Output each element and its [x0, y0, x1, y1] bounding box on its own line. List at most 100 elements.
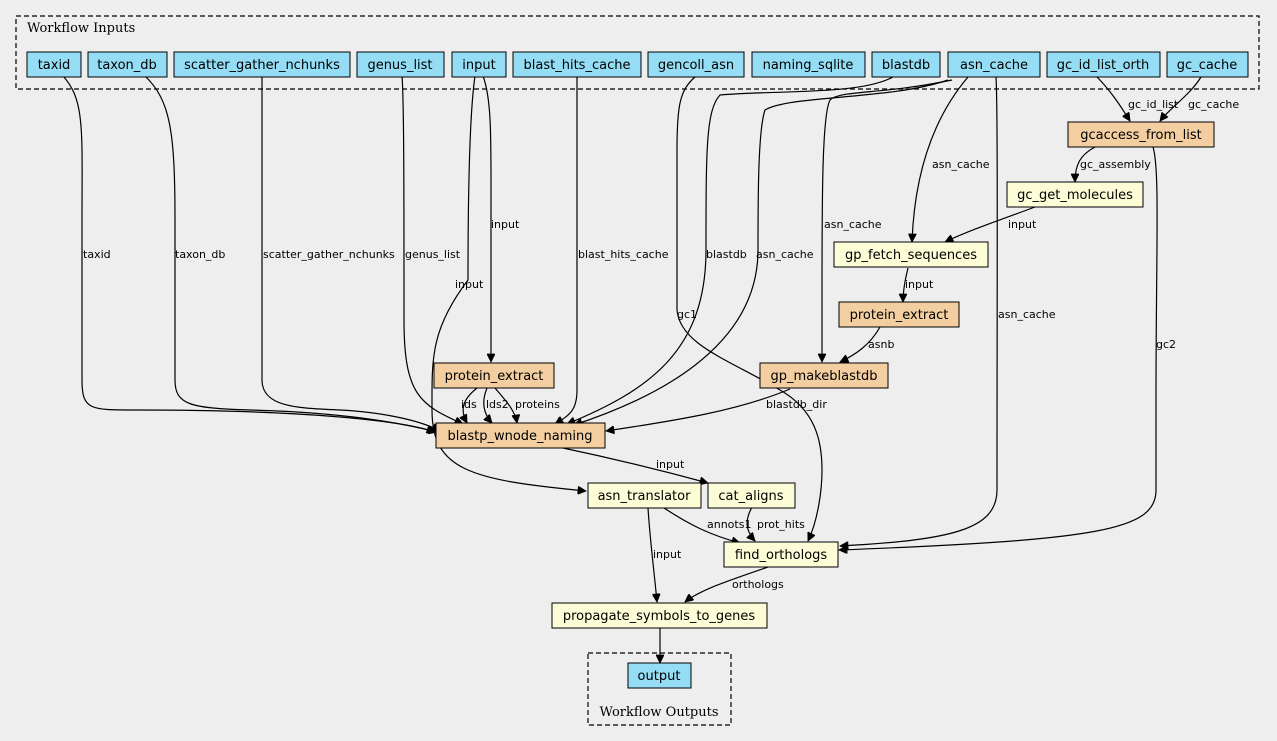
edge-label-asn-cache-fetch: asn_cache	[932, 158, 990, 171]
edge-label-blastdb-dir: blastdb_dir	[766, 398, 827, 411]
edge-label-gc-id-list: gc_id_list	[1128, 98, 1179, 111]
edge-gc1	[676, 76, 823, 541]
node-genus-list[interactable]: genus_list	[356, 51, 445, 78]
edge-label-annots1: annots1	[707, 518, 751, 531]
edge-label-scatter-gather-nchunks: scatter_gather_nchunks	[263, 248, 395, 261]
edge-label-asn-cache-blastp: asn_cache	[756, 248, 814, 261]
edge-taxon-db	[144, 75, 437, 432]
edge-asn-cache-find-orthologs	[840, 76, 998, 546]
edge-label-fetch-input: input	[905, 278, 934, 291]
edge-label-asn-cache-makeblastdb: asn_cache	[824, 218, 882, 231]
edge-label-at-input: input	[653, 548, 682, 561]
node-output[interactable]: output	[627, 662, 692, 689]
workflow-outputs-title: Workflow Outputs	[600, 705, 719, 720]
svg-text:gc_get_molecules: gc_get_molecules	[1017, 188, 1133, 203]
svg-text:asn_translator: asn_translator	[598, 489, 692, 504]
edge-taxid	[62, 75, 435, 432]
svg-text:gp_makeblastdb: gp_makeblastdb	[771, 369, 878, 384]
edge-label-taxid: taxid	[83, 248, 111, 261]
node-gp-fetch-sequences[interactable]: gp_fetch_sequences	[833, 241, 989, 268]
node-asn-translator[interactable]: asn_translator	[587, 482, 702, 509]
node-input[interactable]: input	[451, 51, 507, 78]
svg-text:scatter_gather_nchunks: scatter_gather_nchunks	[184, 58, 340, 73]
edge-label-gc2: gc2	[1156, 338, 1176, 351]
edge-asn-cache-fetch	[912, 76, 969, 242]
node-find-orthologs[interactable]: find_orthologs	[723, 541, 839, 568]
svg-text:taxon_db: taxon_db	[97, 58, 157, 73]
node-taxon-db[interactable]: taxon_db	[87, 51, 168, 78]
edges	[62, 75, 1202, 663]
edge-blastdb	[567, 76, 894, 424]
svg-text:gp_fetch_sequences: gp_fetch_sequences	[845, 248, 977, 263]
svg-text:gc_id_list_orth: gc_id_list_orth	[1057, 58, 1150, 73]
step-nodes: gcaccess_from_list gc_get_molecules gp_f…	[433, 121, 1215, 629]
edge-gc-cache	[1160, 76, 1202, 121]
node-blast-hits-cache[interactable]: blast_hits_cache	[512, 51, 642, 78]
edge-input-protein-extract	[482, 75, 491, 362]
node-protein-extract-left[interactable]: protein_extract	[433, 362, 555, 389]
svg-text:blastp_wnode_naming: blastp_wnode_naming	[448, 429, 593, 444]
edge-at-input	[647, 507, 657, 602]
node-taxid[interactable]: taxid	[26, 51, 82, 78]
node-gc-id-list-orth[interactable]: gc_id_list_orth	[1046, 51, 1161, 78]
node-gc-get-molecules[interactable]: gc_get_molecules	[1006, 181, 1144, 208]
svg-text:cat_aligns: cat_aligns	[718, 489, 783, 504]
edge-orthologs	[685, 566, 769, 602]
svg-text:gc_cache: gc_cache	[1177, 58, 1237, 73]
node-blastp-wnode-naming[interactable]: blastp_wnode_naming	[435, 422, 606, 449]
edge-label-input-asn-translator: input	[455, 278, 484, 291]
node-gencoll-asn[interactable]: gencoll_asn	[647, 51, 745, 78]
svg-text:blastdb: blastdb	[882, 58, 930, 73]
edge-label-lds2: lds2	[486, 398, 509, 411]
workflow-outputs-cluster: Workflow Outputs	[587, 652, 732, 726]
svg-text:gencoll_asn: gencoll_asn	[658, 58, 734, 73]
edge-label-taxon-db: taxon_db	[175, 248, 225, 261]
svg-text:naming_sqlite: naming_sqlite	[763, 58, 854, 73]
svg-text:asn_cache: asn_cache	[960, 58, 1028, 73]
edge-label-asn-cache-find-orthologs: asn_cache	[998, 308, 1056, 321]
node-gp-makeblastdb[interactable]: gp_makeblastdb	[759, 362, 889, 389]
edge-label-gc1: gc1	[677, 308, 697, 321]
edge-label-asnb: asnb	[868, 338, 894, 351]
edge-asnb	[840, 326, 881, 362]
node-gcaccess-from-list[interactable]: gcaccess_from_list	[1067, 121, 1215, 148]
svg-text:taxid: taxid	[38, 58, 71, 73]
edge-annots1	[663, 507, 740, 543]
edge-label-prot-hits: prot_hits	[757, 518, 805, 531]
svg-text:output: output	[638, 669, 681, 684]
edge-asn-cache-blastp	[574, 79, 949, 425]
edge-blastdb-dir	[606, 388, 791, 431]
edge-label-blast-hits-cache: blast_hits_cache	[578, 248, 669, 261]
node-asn-cache[interactable]: asn_cache	[947, 51, 1041, 78]
node-cat-aligns[interactable]: cat_aligns	[707, 482, 796, 509]
edge-scatter-gather-nchunks	[261, 76, 440, 432]
node-protein-extract-right[interactable]: protein_extract	[838, 301, 960, 328]
node-scatter-gather-nchunks[interactable]: scatter_gather_nchunks	[173, 51, 351, 78]
edge-label-ids: ids	[461, 398, 477, 411]
node-blastdb[interactable]: blastdb	[871, 51, 941, 78]
edge-gc-assembly	[1075, 146, 1096, 182]
workflow-inputs-title: Workflow Inputs	[27, 21, 135, 36]
edge-label-gcm-input: input	[1008, 218, 1037, 231]
edge-lds2	[484, 387, 492, 423]
node-gc-cache[interactable]: gc_cache	[1166, 51, 1249, 78]
node-naming-sqlite[interactable]: naming_sqlite	[751, 51, 866, 78]
svg-text:protein_extract: protein_extract	[445, 369, 544, 384]
edge-label-bw-input: input	[656, 458, 685, 471]
edge-labels: taxid taxon_db scatter_gather_nchunks ge…	[83, 98, 1239, 591]
edge-ids	[463, 387, 478, 423]
svg-text:propagate_symbols_to_genes: propagate_symbols_to_genes	[563, 609, 756, 624]
input-nodes: taxid taxon_db scatter_gather_nchunks ge…	[26, 51, 1249, 78]
edge-fetch-input	[903, 267, 909, 302]
edge-label-orthologs: orthologs	[732, 578, 784, 591]
edge-blast-hits-cache	[555, 76, 578, 425]
edge-bw-input	[562, 447, 708, 483]
svg-text:genus_list: genus_list	[367, 58, 432, 73]
node-propagate-symbols-to-genes[interactable]: propagate_symbols_to_genes	[551, 602, 768, 629]
edge-label-genus-list: genus_list	[405, 248, 461, 261]
edge-prot-hits	[747, 506, 755, 541]
edge-gc2	[839, 146, 1158, 550]
output-nodes: output	[627, 662, 692, 689]
svg-text:gcaccess_from_list: gcaccess_from_list	[1080, 128, 1202, 143]
